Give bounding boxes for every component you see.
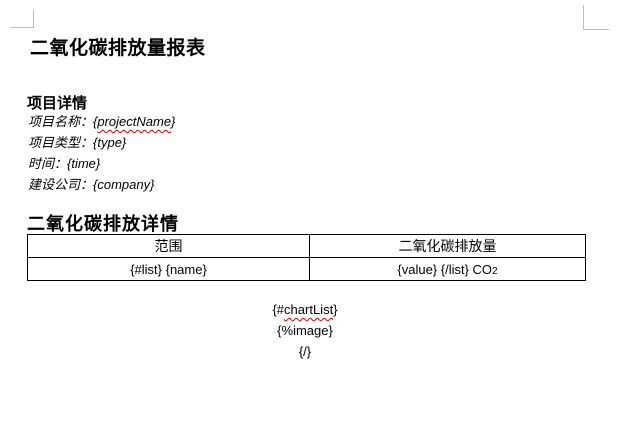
image-placeholder[interactable]: {%image} <box>277 323 333 338</box>
field-label: 建设公司： <box>28 177 94 192</box>
table-cell-value[interactable]: {value} {/list} CO2 <box>309 257 586 281</box>
chart-list-word: chartList <box>284 302 334 317</box>
field-project-type[interactable]: 项目类型：{type} <box>28 132 175 153</box>
placeholder-close-brace: } <box>333 302 338 317</box>
margin-crop-mark-top-left <box>10 10 34 28</box>
project-details-heading[interactable]: 项目详情 <box>27 95 88 112</box>
company-placeholder: {company} <box>93 177 155 192</box>
emission-table: 范围 二氧化碳排放量 {#list} {name} {value} {/list… <box>27 234 586 281</box>
value-placeholder: {value} {/list} CO <box>397 261 493 277</box>
placeholder-close-brace: } <box>171 114 176 129</box>
table-header-row: 范围 二氧化碳排放量 <box>27 234 586 258</box>
placeholder-open-brace: {# <box>272 302 285 317</box>
project-fields: 项目名称：{projectName} 项目类型：{type} 时间：{time}… <box>28 111 175 195</box>
table-row: {#list} {name} {value} {/list} CO2 <box>27 257 586 281</box>
document-title[interactable]: 二氧化碳排放量报表 <box>30 38 206 59</box>
chart-list-placeholder[interactable]: {#chartList} <box>27 299 583 320</box>
field-label: 时间： <box>28 156 68 171</box>
field-label: 项目类型： <box>28 135 94 150</box>
closing-placeholder[interactable]: {/} <box>298 344 312 359</box>
placeholder-open-brace: { <box>93 114 98 129</box>
field-label: 项目名称： <box>28 114 94 129</box>
chart-placeholder-block: {#chartList} {%image} {/} <box>27 299 583 362</box>
project-type-placeholder: {type} <box>93 135 127 150</box>
margin-crop-mark-top-right <box>583 5 609 30</box>
table-header-emission[interactable]: 二氧化碳排放量 <box>309 234 586 258</box>
table-cell-scope[interactable]: {#list} {name} <box>27 257 310 281</box>
emission-details-heading[interactable]: 二氧化碳排放详情 <box>27 214 179 234</box>
field-company[interactable]: 建设公司：{company} <box>28 174 175 195</box>
field-time[interactable]: 时间：{time} <box>28 153 175 174</box>
field-project-name[interactable]: 项目名称：{projectName} <box>28 111 175 132</box>
time-placeholder: {time} <box>67 156 101 171</box>
table-header-scope[interactable]: 范围 <box>27 234 310 258</box>
project-name-placeholder: projectName <box>97 114 172 129</box>
co2-subscript: 2 <box>492 265 498 277</box>
